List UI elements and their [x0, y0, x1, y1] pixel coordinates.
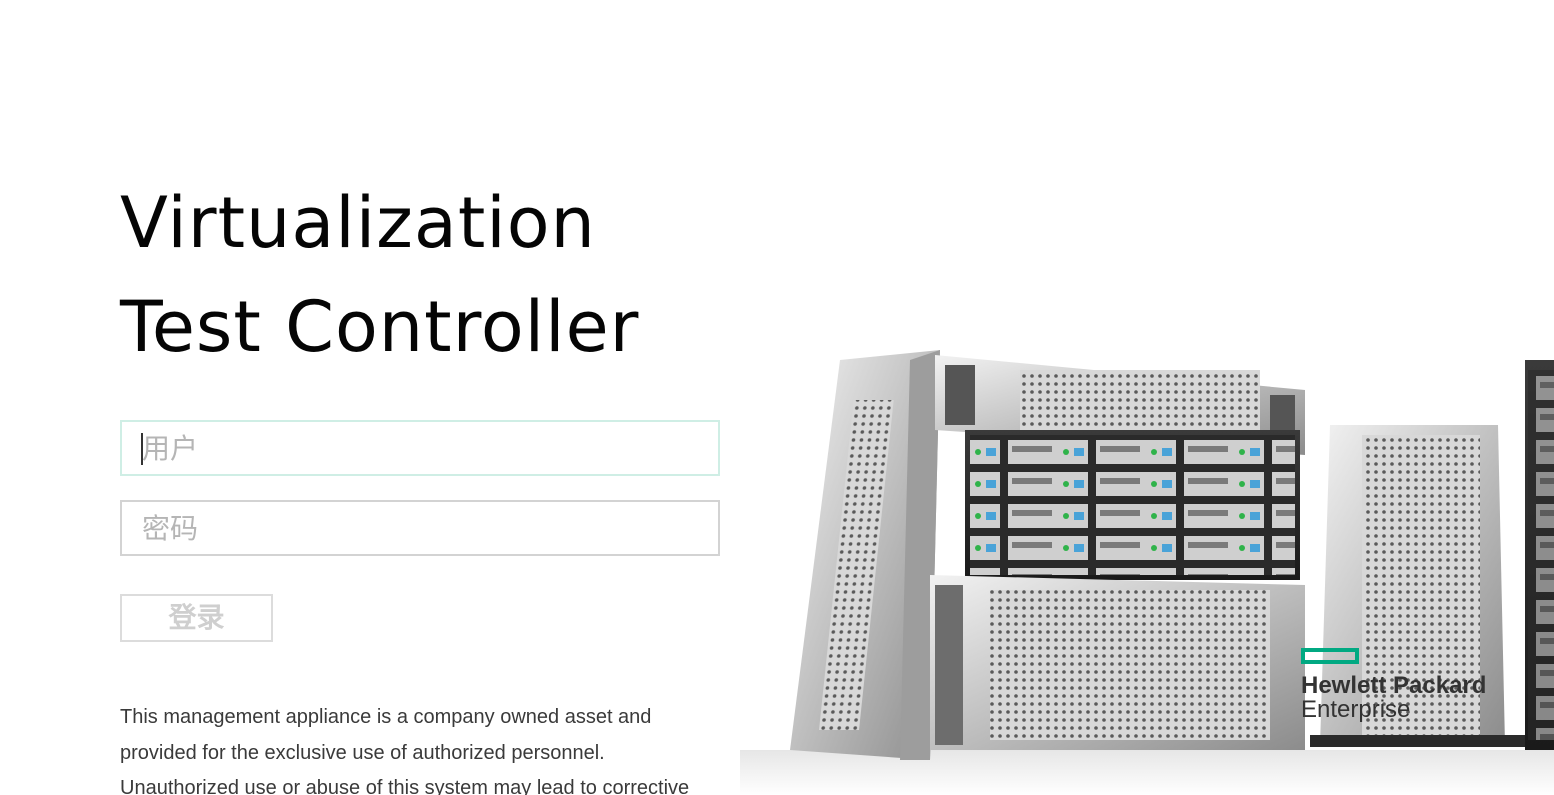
logo-text-line-1: Hewlett Packard	[1301, 672, 1487, 699]
login-button[interactable]: 登录	[120, 594, 273, 642]
hpe-logo: Hewlett Packard Enterprise	[1301, 648, 1491, 724]
username-input[interactable]	[120, 420, 720, 476]
legal-notice: This management appliance is a company o…	[120, 706, 690, 795]
server-hardware-illustration	[740, 340, 1554, 795]
text-cursor	[141, 433, 143, 465]
password-input[interactable]	[120, 500, 720, 556]
page-title-line-1: Virtualization	[120, 182, 596, 264]
logo-text-line-2: Enterprise	[1301, 696, 1411, 723]
page-title-line-2: Test Controller	[120, 286, 640, 368]
hpe-logo-mark	[1301, 648, 1359, 664]
